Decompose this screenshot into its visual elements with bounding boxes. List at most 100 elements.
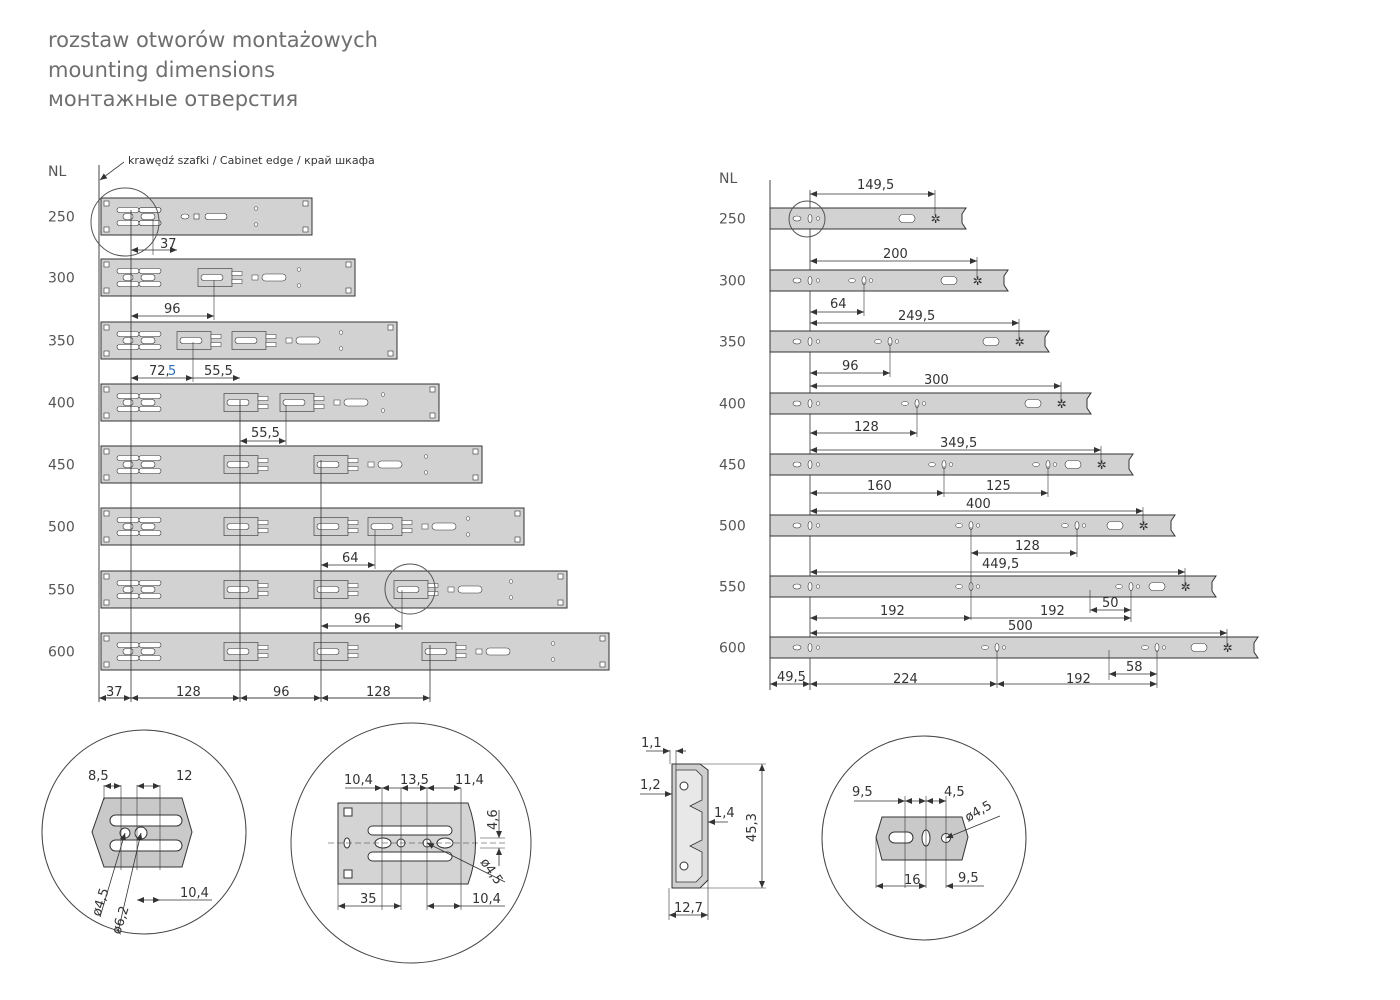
- r-dim-160: 160: [867, 479, 892, 494]
- cabinet-edge-label: krawędź szafki / Cabinet edge / край шка…: [128, 154, 375, 167]
- d4-4-5: 4,5: [944, 785, 965, 800]
- left-dim-64: 64: [342, 551, 359, 566]
- p-1-4: 1,4: [714, 806, 735, 821]
- right-panel: NL 250✲300✲350✲400✲450✲500✲550✲600✲ 149,…: [719, 171, 1259, 690]
- left-slide-400: 400: [48, 383, 440, 422]
- detail-circle-2: 10,4 13,5 11,4 4,6 ø4,5 35 10,4: [290, 722, 532, 964]
- left-slide-300: 300: [48, 258, 356, 297]
- r-dim-149-5: 149,5: [857, 178, 894, 193]
- left-slide-250: 250: [48, 197, 313, 236]
- r-dim-449-5: 449,5: [982, 557, 1019, 572]
- r-dim-125: 125: [986, 479, 1011, 494]
- p-12-7: 12,7: [674, 901, 703, 916]
- svg-text:✲: ✲: [973, 274, 983, 288]
- left-nl-label: 500: [48, 520, 75, 536]
- left-nl-header: NL: [48, 164, 66, 180]
- d2-10-4-a: 10,4: [344, 773, 373, 788]
- left-nl-label: 350: [48, 334, 75, 350]
- r-dim-300: 300: [924, 373, 949, 388]
- left-slide-550: 550: [48, 570, 568, 609]
- left-slide-450: 450: [48, 445, 483, 484]
- d4-16: 16: [904, 873, 921, 888]
- r-dim-128: 128: [854, 420, 879, 435]
- d1-10-4: 10,4: [180, 886, 209, 901]
- d4-9-5-a: 9,5: [852, 785, 873, 800]
- left-slide-600: 600: [48, 632, 610, 671]
- left-slide-350: 350: [48, 321, 398, 360]
- d2-13-5: 13,5: [400, 773, 429, 788]
- right-nl-header: NL: [719, 171, 737, 187]
- left-dim-72-5-b: 5: [168, 364, 176, 379]
- title-english: mounting dimensions: [48, 57, 276, 82]
- r-dim-400: 400: [966, 497, 991, 512]
- right-slide-550: 550 ✲: [719, 575, 1217, 598]
- left-slide-500: 500: [48, 507, 525, 546]
- right-nl-label: 450: [719, 458, 746, 474]
- title-russian: монтажные отверстия: [48, 87, 299, 111]
- left-nl-label: 250: [48, 210, 75, 226]
- slide-rail: [100, 383, 440, 422]
- slide-rail: [100, 445, 483, 484]
- svg-text:✲: ✲: [1181, 580, 1191, 594]
- r-dim-192-b: 192: [1040, 604, 1065, 619]
- slide-rail: [769, 207, 967, 230]
- slide-rail: [769, 392, 1092, 415]
- p-1-1: 1,1: [641, 736, 662, 751]
- svg-text:✲: ✲: [1015, 335, 1025, 349]
- slide-rail: [100, 632, 610, 671]
- r-dim-96: 96: [842, 359, 859, 374]
- r-dim-50: 50: [1102, 596, 1119, 611]
- d2-11-4: 11,4: [455, 773, 484, 788]
- right-slide-400: 400✲: [719, 392, 1092, 415]
- right-nl-label: 250: [719, 212, 746, 228]
- slide-rail: [769, 330, 1050, 353]
- slide-rail: [769, 575, 1217, 598]
- r-bottom-192: 192: [1066, 672, 1091, 687]
- right-slide-350: 350✲: [719, 330, 1050, 353]
- r-dim-200: 200: [883, 247, 908, 262]
- r-bottom-49-5: 49,5: [777, 670, 806, 685]
- right-nl-label: 300: [719, 274, 746, 290]
- svg-text:✲: ✲: [1057, 397, 1067, 411]
- right-nl-label: 550: [719, 580, 746, 596]
- svg-text:✲: ✲: [1097, 458, 1107, 472]
- left-panel: NL krawędź szafki / Cabinet edge / край …: [48, 154, 610, 702]
- left-dim-55-5-b: 55,5: [251, 426, 280, 441]
- right-slide-500: 500 ✲: [719, 514, 1176, 537]
- detail-circle-4: 9,5 4,5 ø4,5 16 9,5: [821, 735, 1027, 941]
- title-polish: rozstaw otworów montażowych: [48, 28, 378, 52]
- slide-rail: [769, 636, 1259, 659]
- left-bottom-96: 96: [273, 685, 290, 700]
- left-dim-96-mid: 96: [354, 612, 371, 627]
- left-nl-label: 450: [48, 458, 75, 474]
- r-dim-192-a: 192: [880, 604, 905, 619]
- left-slide-rows: 250 300 350 400 450 500 550 600: [48, 197, 610, 671]
- d1-dia-6-2: ø6,2: [110, 904, 133, 936]
- d2-35: 35: [360, 892, 377, 907]
- left-nl-label: 550: [48, 583, 75, 599]
- d4-9-5-b: 9,5: [958, 871, 979, 886]
- d1-12: 12: [176, 769, 193, 784]
- d1-dia-4-5: ø4,5: [90, 886, 113, 918]
- right-dimensions: 149,5 200 64 249,5 96 300 128 349,5: [770, 178, 1228, 688]
- right-nl-label: 600: [719, 641, 746, 657]
- p-45-3: 45,3: [745, 813, 760, 842]
- p-1-2: 1,2: [640, 778, 661, 793]
- detail-circle-1: 8,5 12 10,4 ø4,5 ø6,2: [41, 729, 247, 936]
- right-slide-450: 450 ✲: [719, 453, 1134, 476]
- svg-text:✲: ✲: [1139, 519, 1149, 533]
- slide-rail: [100, 507, 525, 546]
- right-nl-label: 500: [719, 519, 746, 535]
- right-slide-250: 250 ✲: [719, 207, 967, 230]
- svg-text:✲: ✲: [931, 212, 941, 226]
- right-slide-rows: 250✲300✲350✲400✲450✲500✲550✲600✲: [719, 207, 1259, 659]
- r-dim-128-b: 128: [1015, 539, 1040, 554]
- left-bottom-128a: 128: [176, 685, 201, 700]
- d1-8-5: 8,5: [88, 769, 109, 784]
- slide-profile-section: 1,1 1,2 1,4 45,3 12,7: [640, 736, 766, 920]
- left-bottom-37: 37: [106, 685, 123, 700]
- d2-4-6: 4,6: [486, 809, 501, 830]
- svg-text:✲: ✲: [1223, 641, 1233, 655]
- slide-rail: [769, 269, 1009, 292]
